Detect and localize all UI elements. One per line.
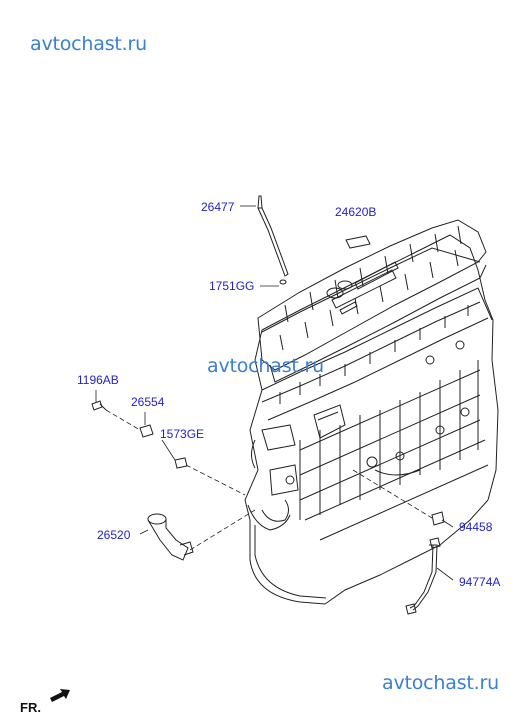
part-label-94458[interactable]: 94458 [459, 520, 493, 534]
watermark-top: avtochast.ru [30, 33, 147, 55]
part-label-26554[interactable]: 26554 [131, 395, 165, 409]
front-orientation-label: FR. [20, 700, 41, 715]
watermark-middle: avtochast.ru [207, 355, 324, 377]
part-label-26477[interactable]: 26477 [201, 200, 235, 214]
part-label-1751gg[interactable]: 1751GG [209, 279, 255, 293]
part-label-1573ge[interactable]: 1573GE [160, 427, 205, 441]
part-label-24620b[interactable]: 24620B [335, 205, 377, 219]
front-arrow-icon [50, 689, 70, 702]
part-label-1196ab[interactable]: 1196AB [77, 373, 119, 387]
part-label-94774a[interactable]: 94774A [459, 575, 501, 589]
watermark-bottom: avtochast.ru [382, 672, 499, 694]
part-label-26520[interactable]: 26520 [97, 528, 131, 542]
